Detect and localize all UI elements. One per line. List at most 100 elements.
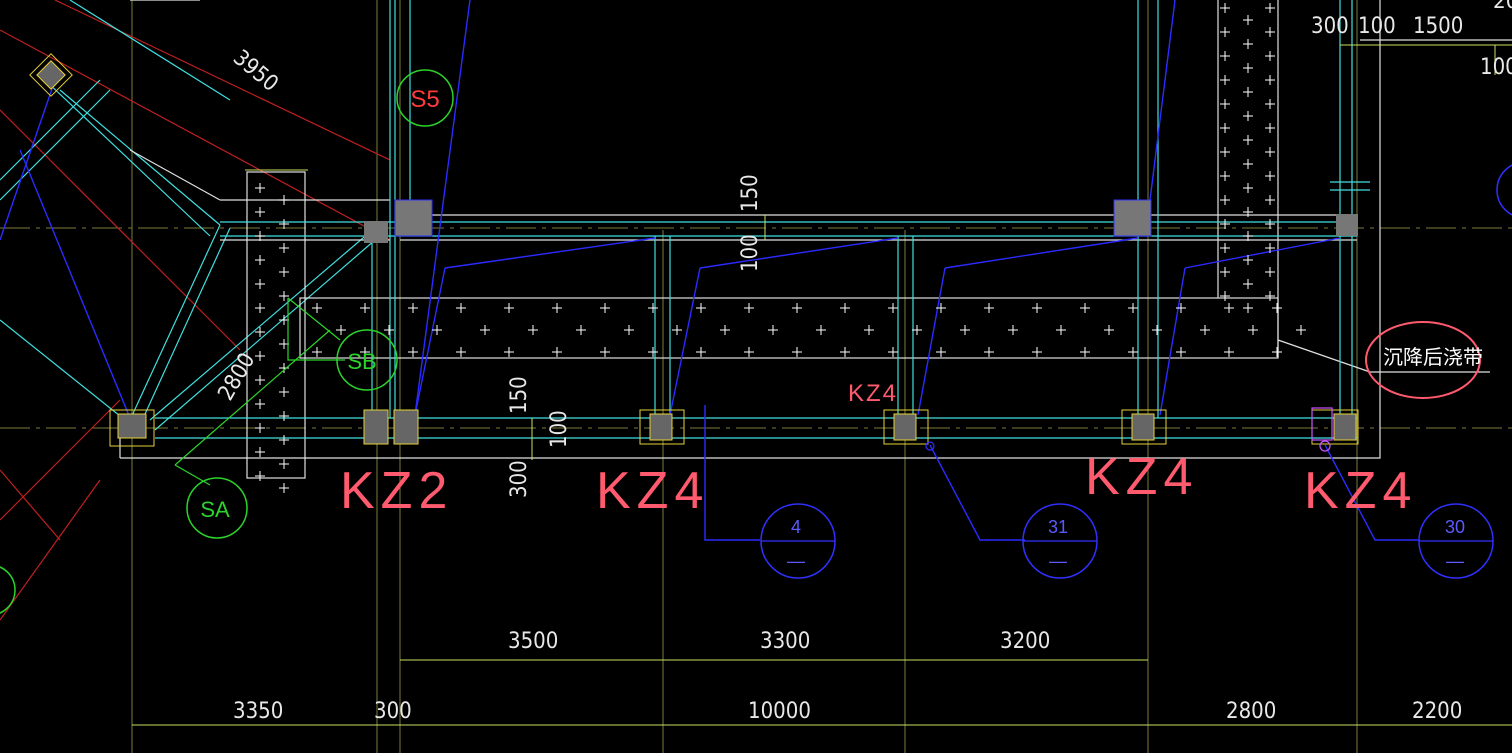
hatch-cross: [696, 303, 706, 313]
hatch-cross: [1265, 243, 1275, 253]
bubble-sa[interactable]: SA: [186, 477, 248, 539]
backpour-note-label: 沉降后浇带: [1383, 345, 1483, 369]
column-tag-kz4-1: KZ4: [596, 462, 709, 520]
dim-diagonal-3950: 3950: [228, 45, 283, 97]
dim-inner-3200: 3200: [1000, 629, 1050, 654]
column-tag-kz2: KZ2: [340, 462, 453, 520]
dim-wall-100: 100: [547, 410, 572, 448]
hatch-cross: [279, 243, 289, 253]
hatch-cross: [1080, 347, 1090, 357]
column-top-2: [1113, 199, 1152, 237]
hatch-cross: [255, 183, 265, 193]
hatch-cross: [648, 303, 658, 313]
dim-beam-100: 100: [738, 234, 763, 272]
hatch-cross: [1265, 267, 1275, 277]
hatch-cross: [1272, 303, 1282, 313]
hatch-cross: [1220, 219, 1230, 229]
hatch-cross: [1032, 303, 1042, 313]
dim-outer-2200: 2200: [1412, 699, 1462, 724]
bubble-sb[interactable]: SB: [336, 329, 398, 391]
hatch-cross: [312, 347, 322, 357]
hatch-cross: [1265, 195, 1275, 205]
hatch-cross: [1243, 303, 1253, 313]
columns: [364, 199, 1358, 243]
hatch-cross: [279, 195, 289, 205]
detail-bubble-1-top: 4: [791, 517, 801, 537]
hatch-cross: [1152, 325, 1162, 335]
hatch-cross: [720, 325, 730, 335]
hatch-cross: [279, 363, 289, 373]
dim-wall-150: 150: [507, 376, 532, 414]
hatch-cross: [255, 255, 265, 265]
hatch-cross: [432, 325, 442, 335]
hatched-columns: [29, 53, 1359, 447]
hatch-cross: [1176, 303, 1186, 313]
hatch-cross: [888, 303, 898, 313]
hatch-cross: [1265, 99, 1275, 109]
hatch-cross: [1220, 123, 1230, 133]
dim-inner-3300: 3300: [760, 629, 810, 654]
hatch-cross: [1220, 147, 1230, 157]
cyan-beams: [155, 0, 1370, 439]
hatch-cross: [1272, 347, 1282, 357]
bubble-sa-label: SA: [200, 497, 230, 522]
hatch-cross: [279, 267, 289, 277]
hatch-cross: [279, 483, 289, 493]
detail-bubble-3-top: 30: [1445, 517, 1465, 537]
detail-bubble-1-bottom: —: [787, 551, 805, 571]
hatch-cross: [1128, 347, 1138, 357]
detail-bubble-2-bottom: —: [1049, 551, 1067, 571]
hatch-cross: [1243, 135, 1253, 145]
hatch-cross: [255, 303, 265, 313]
hatch-cross: [648, 347, 658, 357]
hatch-cross: [816, 325, 826, 335]
hatch-cross: [1243, 255, 1253, 265]
hatch-cross: [1008, 325, 1018, 335]
hatch-cross: [1243, 87, 1253, 97]
dim-beam-150: 150: [738, 174, 763, 212]
dim-top-right-100: 100: [1480, 55, 1512, 80]
hatch-cross: [1243, 231, 1253, 241]
section-markers: [174, 297, 345, 486]
hatch-cross: [1220, 51, 1230, 61]
bubble-s5[interactable]: S5: [396, 69, 454, 127]
hatch-cross: [1220, 171, 1230, 181]
hatch-cross: [744, 347, 754, 357]
hatch-cross: [384, 325, 394, 335]
hatch-cross: [960, 325, 970, 335]
hatch-cross: [792, 347, 802, 357]
hatch-cross: [792, 303, 802, 313]
hatch-cross: [1265, 3, 1275, 13]
hatch-cross: [1243, 39, 1253, 49]
blue-leaders: [0, 0, 1420, 541]
diagonal-beams: [0, 0, 376, 431]
hatch-cross: [936, 303, 946, 313]
hatch-cross: [1220, 99, 1230, 109]
hatch-cross: [600, 303, 610, 313]
detail-bubble-3-bottom: —: [1446, 551, 1464, 571]
detail-bubble-3[interactable]: 30 —: [1418, 503, 1494, 579]
hatch-cross: [480, 325, 490, 335]
hatch-cross: [255, 399, 265, 409]
dim-outer-2800: 2800: [1226, 699, 1276, 724]
hatch-cross: [279, 411, 289, 421]
detail-bubble-1[interactable]: 4 —: [760, 503, 836, 579]
hatch-cross: [744, 303, 754, 313]
hatch-cross: [672, 325, 682, 335]
hatch-cross: [1265, 147, 1275, 157]
hatch-cross: [1265, 219, 1275, 229]
hatch-cross: [1243, 279, 1253, 289]
hatch-cross: [1243, 63, 1253, 73]
hatch-cross: [255, 207, 265, 217]
backpour-note[interactable]: 沉降后浇带: [1365, 321, 1483, 399]
hatch-cross: [255, 351, 265, 361]
hatch-cross: [552, 303, 562, 313]
hatch-cross: [1104, 325, 1114, 335]
hatch-cross: [1176, 347, 1186, 357]
detail-bubble-2[interactable]: 31 —: [1022, 503, 1098, 579]
hatch-cross: [1220, 195, 1230, 205]
detail-bubble-2-top: 31: [1048, 517, 1068, 537]
red-diagonals: [0, 0, 391, 621]
hatch-cross: [255, 423, 265, 433]
